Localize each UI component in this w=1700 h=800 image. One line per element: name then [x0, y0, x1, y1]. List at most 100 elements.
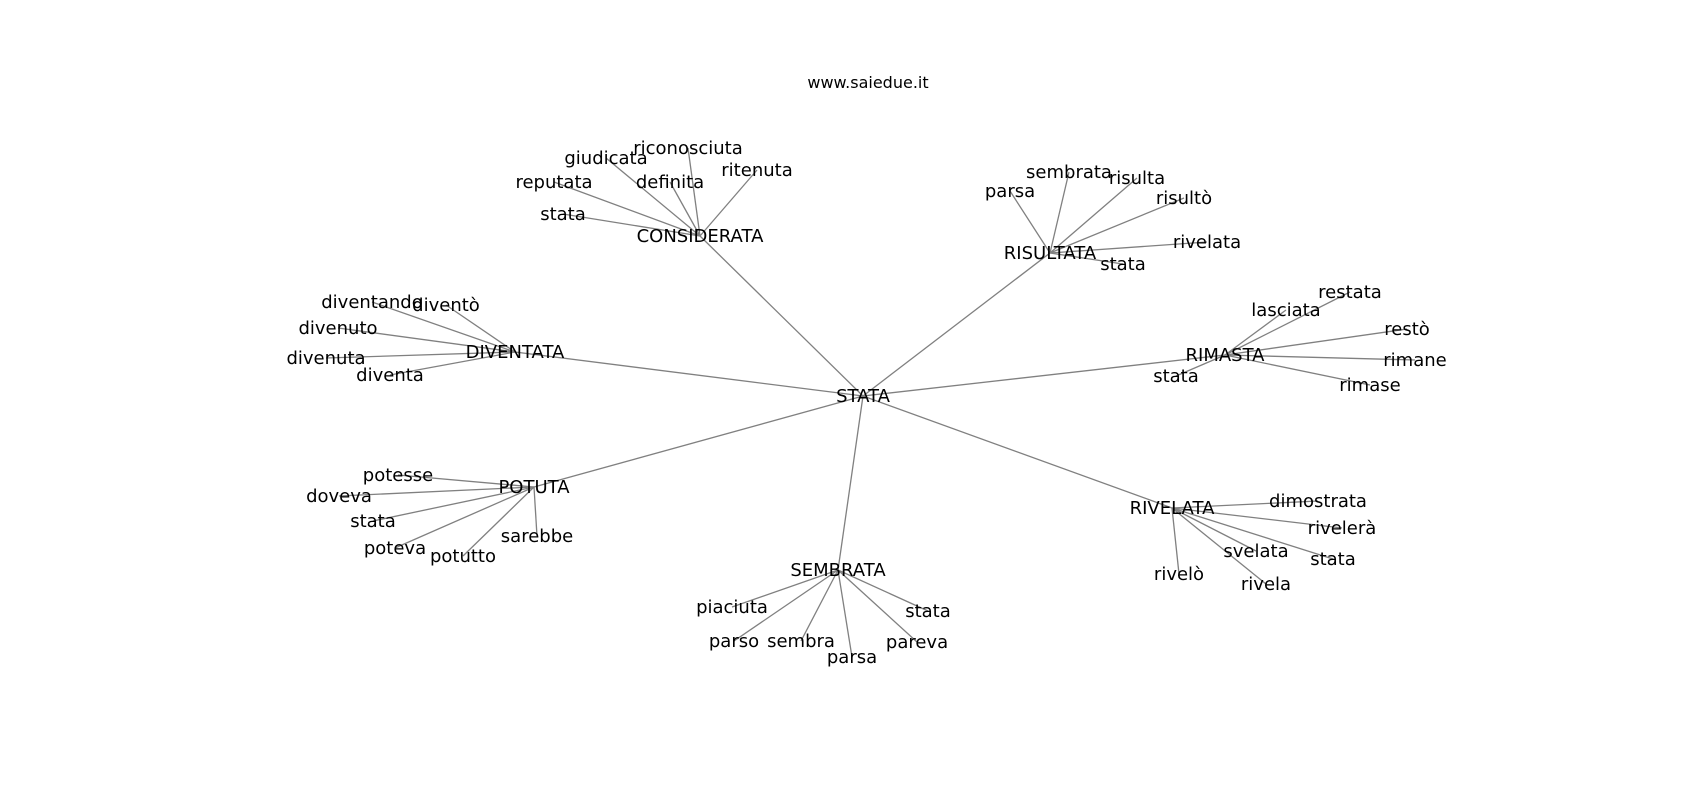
- leaf-node-label: risulta: [1109, 168, 1165, 189]
- leaf-node-label: ritenuta: [721, 160, 792, 181]
- edge-considerata-to-leaf: [699, 169, 758, 237]
- edge-considerata-to-leaf: [687, 147, 701, 237]
- edge-rivelata-to-leaf: [1171, 507, 1180, 575]
- edge-rimasta-to-leaf: [1224, 354, 1416, 361]
- edge-considerata-to-leaf: [669, 181, 701, 237]
- leaf-node-label: poteva: [364, 538, 426, 559]
- hub-node-label: SEMBRATA: [790, 560, 886, 581]
- hub-node-label: RISULTATA: [1004, 243, 1097, 264]
- leaf-node-label: rivelata: [1173, 232, 1241, 253]
- edge-center-to-considerata: [699, 235, 864, 397]
- edge-rivelata-to-leaf: [1171, 507, 1257, 552]
- leaf-node-label: sembra: [767, 631, 835, 652]
- edge-risultata-to-leaf: [1049, 177, 1138, 254]
- edge-considerata-to-leaf: [562, 213, 701, 237]
- leaf-node-label: risultò: [1156, 188, 1212, 209]
- leaf-node-label: diventò: [412, 295, 480, 316]
- edge-potuta-to-leaf: [394, 486, 535, 549]
- edge-risultata-to-leaf: [1009, 190, 1051, 254]
- leaf-node-label: definita: [636, 172, 704, 193]
- leaf-node-label: pareva: [886, 632, 948, 653]
- edge-rimasta-to-leaf: [1224, 328, 1408, 356]
- edge-rivelata-to-leaf: [1171, 507, 1343, 529]
- edge-diventata-to-leaf: [325, 351, 516, 359]
- edge-diventata-to-leaf: [389, 351, 516, 376]
- edge-potuta-to-leaf: [372, 486, 535, 522]
- leaf-node-label: stata: [350, 511, 396, 532]
- edge-considerata-to-leaf: [605, 157, 701, 237]
- edge-sembrata-to-leaf: [837, 569, 853, 658]
- edge-diventata-to-leaf: [337, 327, 516, 353]
- leaf-node-label: restata: [1318, 282, 1382, 303]
- hub-node-label: CONSIDERATA: [637, 226, 764, 247]
- leaf-node-label: rivelerà: [1308, 518, 1377, 539]
- leaf-node-label: rimane: [1383, 350, 1446, 371]
- edge-sembrata-to-leaf: [837, 569, 929, 612]
- edge-sembrata-to-leaf: [837, 569, 918, 643]
- leaf-node-label: diventando: [321, 292, 423, 313]
- site-title: www.saiedue.it: [807, 73, 928, 92]
- leaf-node-label: stata: [1310, 549, 1356, 570]
- edge-rimasta-to-leaf: [1224, 291, 1351, 356]
- hub-node-label: RIMASTA: [1186, 345, 1266, 366]
- edges-layer: [325, 147, 1416, 658]
- leaf-node-label: giudicata: [564, 148, 647, 169]
- edge-potuta-to-leaf: [397, 474, 535, 488]
- edge-risultata-to-leaf: [1049, 252, 1124, 265]
- hub-node-label: DIVENTATA: [466, 342, 565, 363]
- edge-potuta-to-leaf: [338, 486, 535, 497]
- leaf-node-label: potesse: [363, 465, 433, 486]
- edge-potuta-to-leaf: [462, 486, 535, 557]
- leaf-node-label: stata: [540, 204, 586, 225]
- edge-center-to-sembrata: [837, 395, 864, 571]
- edge-risultata-to-leaf: [1049, 197, 1185, 254]
- edge-rivelata-to-leaf: [1171, 507, 1267, 585]
- leaf-node-label: rimase: [1339, 375, 1400, 396]
- leaf-node-label: sarebbe: [501, 526, 573, 547]
- edge-sembrata-to-leaf: [731, 569, 839, 608]
- leaf-node-label: parsa: [985, 181, 1035, 202]
- leaf-node-label: diventa: [356, 365, 424, 386]
- leaf-node-label: divenuto: [298, 318, 377, 339]
- leaf-node-label: riconosciuta: [633, 138, 743, 159]
- edge-center-to-diventata: [514, 351, 864, 397]
- leaf-node-label: parsa: [827, 647, 877, 668]
- edge-sembrata-to-leaf: [733, 569, 839, 642]
- edge-diventata-to-leaf: [445, 304, 516, 353]
- leaf-node-label: stata: [1153, 366, 1199, 387]
- leaf-node-label: dimostrata: [1269, 491, 1367, 512]
- hub-node-label: RIVELATA: [1130, 498, 1215, 519]
- edge-rimasta-to-leaf: [1224, 309, 1287, 356]
- leaf-node-label: restò: [1384, 319, 1430, 340]
- edge-rimasta-to-leaf: [1224, 354, 1371, 386]
- edge-center-to-risultata: [862, 252, 1051, 397]
- edge-center-to-rimasta: [862, 354, 1226, 397]
- leaf-node-label: lasciata: [1251, 300, 1320, 321]
- edge-potuta-to-leaf: [533, 486, 538, 537]
- edge-considerata-to-leaf: [553, 181, 701, 237]
- edge-risultata-to-leaf: [1049, 171, 1070, 254]
- edge-diventata-to-leaf: [371, 301, 516, 353]
- leaf-node-label: parso: [709, 631, 759, 652]
- leaf-node-label: rivela: [1241, 574, 1291, 595]
- leaf-node-label: stata: [905, 601, 951, 622]
- edge-center-to-potuta: [533, 395, 864, 488]
- leaf-node-label: piaciuta: [696, 597, 768, 618]
- edge-rimasta-to-leaf: [1175, 354, 1226, 377]
- edge-risultata-to-leaf: [1049, 241, 1208, 254]
- edge-center-to-rivelata: [862, 395, 1173, 509]
- center-node-label: STATA: [836, 386, 891, 407]
- edge-rivelata-to-leaf: [1171, 507, 1334, 560]
- leaf-node-label: sembrata: [1026, 162, 1112, 183]
- edge-rivelata-to-leaf: [1171, 500, 1319, 509]
- leaf-node-label: doveva: [306, 486, 372, 507]
- hub-node-label: POTUTA: [498, 477, 570, 498]
- leaf-node-label: rivelò: [1154, 564, 1204, 585]
- leaf-node-label: divenuta: [286, 348, 365, 369]
- edge-sembrata-to-leaf: [800, 569, 839, 642]
- leaf-node-label: stata: [1100, 254, 1146, 275]
- leaf-node-label: potutto: [430, 546, 496, 567]
- leaf-node-label: svelata: [1223, 541, 1288, 562]
